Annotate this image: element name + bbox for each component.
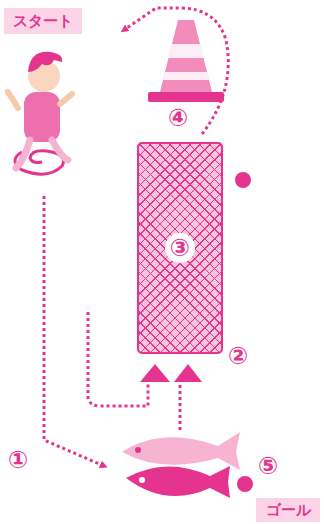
node-text: スタート [13,12,73,31]
goal-label: ゴール [256,498,320,522]
arrow-head [174,364,202,382]
callout-number: ④ [168,106,188,130]
start-label: スタート [4,8,82,34]
runner-figure [8,52,72,174]
node-text: ③ [165,233,195,263]
marker-dot [237,476,253,492]
cone-symbol [148,20,224,102]
route-line [44,8,228,466]
arrow-head [140,364,170,382]
marker-dot [235,172,251,188]
fish-illustration [122,432,240,498]
callout-number: ① [8,448,28,472]
node-text: ゴール [266,501,311,520]
mat-area: ③ [137,142,223,354]
callout-number: ② [228,344,248,368]
callout-number: ⑤ [258,454,278,478]
